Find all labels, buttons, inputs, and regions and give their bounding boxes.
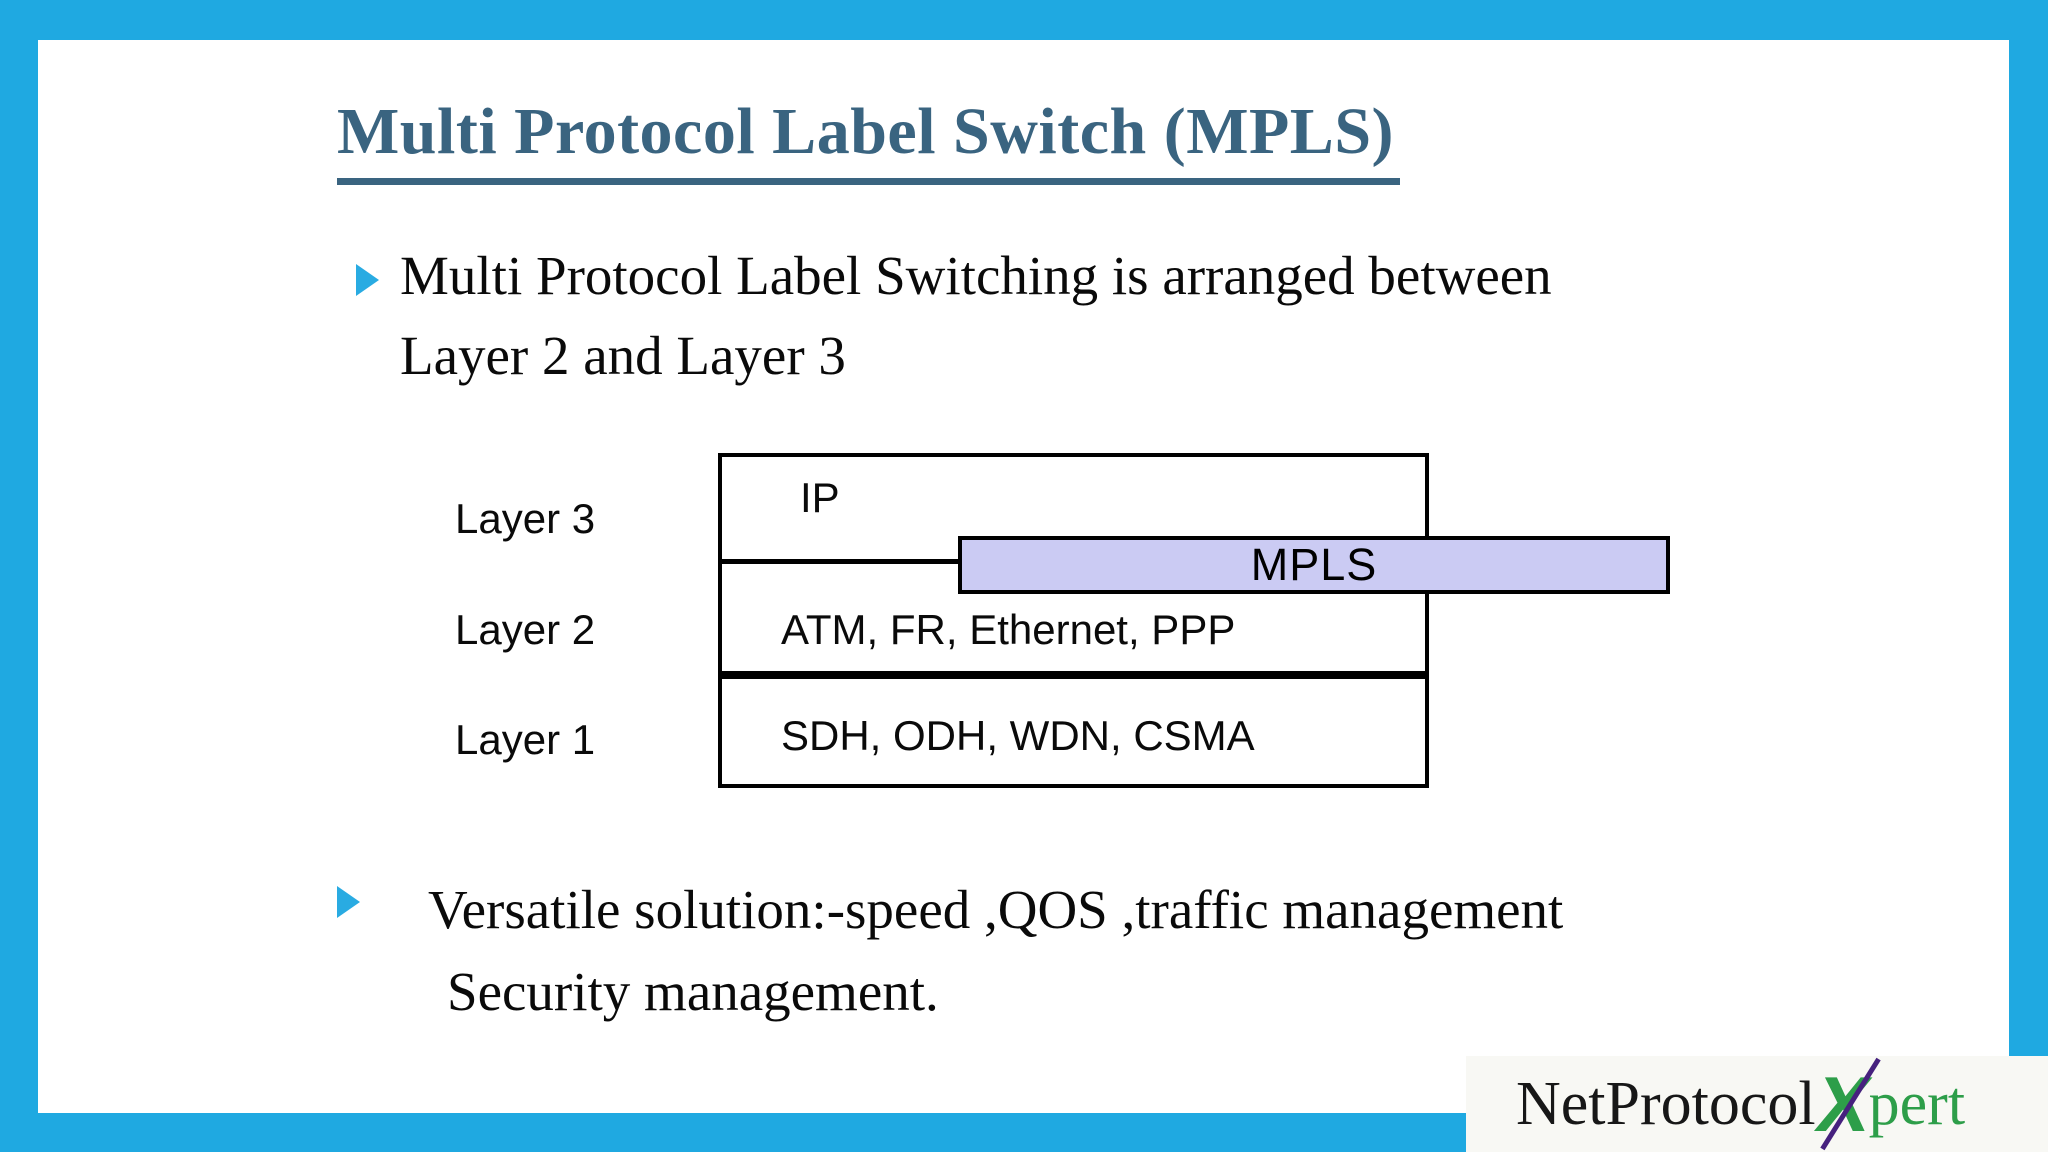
bullet-2-line-1: Versatile solution:-speed ,QOS ,traffic … — [428, 879, 1564, 940]
bullet-1-text: Multi Protocol Label Switching is arrang… — [400, 236, 1552, 396]
page-title: Multi Protocol Label Switch (MPLS) — [337, 94, 1401, 185]
layer-1-label: Layer 1 — [455, 716, 596, 763]
logo-x-icon: X — [1810, 1057, 1881, 1151]
layer-2-content: ATM, FR, Ethernet, PPP — [781, 606, 1236, 653]
layer-stack-lower-box — [718, 675, 1429, 788]
mpls-bar: MPLS — [958, 536, 1670, 594]
bullet-triangle-icon — [337, 886, 360, 918]
layer-3-label: Layer 3 — [455, 495, 596, 542]
mpls-bar-label: MPLS — [1250, 539, 1378, 590]
layer-1-content: SDH, ODH, WDN, CSMA — [781, 712, 1255, 759]
logo-pert-text: pert — [1868, 1069, 1966, 1138]
logo-netprotocol-text: NetProtocol — [1516, 1069, 1816, 1138]
layer-3-content: IP — [800, 474, 840, 521]
bullet-1-line-1: Multi Protocol Label Switching is arrang… — [400, 245, 1552, 306]
layer-2-label: Layer 2 — [455, 606, 596, 653]
bullet-1-line-2: Layer 2 and Layer 3 — [400, 325, 846, 386]
layer3-layer2-divider — [722, 559, 960, 564]
bullet-triangle-icon — [356, 264, 379, 296]
logo-box: NetProtocol X pert — [1466, 1056, 2048, 1152]
bullet-2-line-2: Security management. — [447, 961, 939, 1022]
